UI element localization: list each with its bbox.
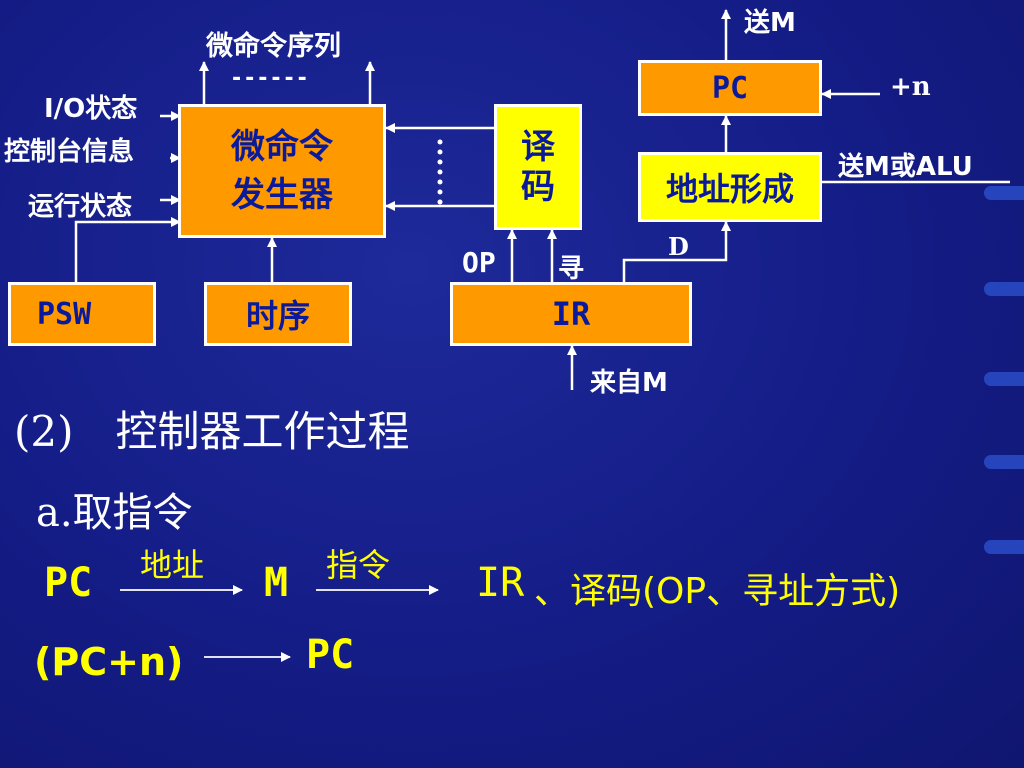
- micro-command-sequence-label: 微命令序列: [206, 31, 341, 62]
- console-info-label: 控制台信息: [4, 137, 135, 167]
- ir-box: IR: [450, 282, 692, 346]
- decor-stripe: [984, 282, 1024, 296]
- micro-generator-line1: 微命令: [231, 127, 333, 167]
- flow-instruction-label: 指令: [326, 546, 391, 584]
- addressing-label: 寻: [558, 254, 585, 284]
- micro-command-generator: 微命令 发生器: [178, 104, 386, 238]
- decor-stripe: [984, 372, 1024, 386]
- send-m-label: 送M: [744, 8, 796, 38]
- address-formation-label: 地址形成: [665, 170, 794, 208]
- micro-generator-line2: 发生器: [231, 175, 333, 215]
- run-state-label: 运行状态: [28, 192, 133, 222]
- pc-box-label: PC: [711, 70, 749, 106]
- flow-decode-text: 、译码(OP、寻址方式): [534, 571, 901, 612]
- d-label: D: [668, 232, 689, 261]
- decor-stripe: [984, 540, 1024, 554]
- flow-pc-result: PC: [306, 632, 355, 678]
- flow-address-label: 地址: [140, 546, 205, 584]
- section-heading: (2) 控制器工作过程: [14, 407, 410, 456]
- decor-stripe: [984, 186, 1024, 200]
- pc-box: PC: [638, 60, 822, 116]
- timing-label: 时序: [245, 297, 310, 335]
- flow-ir: IR: [476, 560, 525, 606]
- step-a-heading: a.取指令: [36, 490, 193, 536]
- decoder-line2: 码: [521, 167, 555, 207]
- timing-box: 时序: [204, 282, 352, 346]
- psw-box: PSW: [8, 282, 156, 346]
- micro-command-sequence-dashes: ------: [232, 66, 311, 91]
- ir-label: IR: [551, 295, 591, 333]
- flow-m: M: [264, 560, 289, 606]
- address-formation-box: 地址形成: [638, 152, 822, 222]
- plus-n-label: +n: [890, 72, 931, 102]
- flow-pc-plus-n: (PC+n): [34, 640, 184, 684]
- op-label: OP: [462, 246, 496, 279]
- send-m-or-alu-label: 送M或ALU: [838, 152, 973, 182]
- flow-pc: PC: [44, 560, 93, 606]
- from-m-label: 来自M: [590, 368, 668, 398]
- decoder-box: 译 码: [494, 104, 582, 230]
- psw-label: PSW: [37, 296, 92, 332]
- io-state-label: I/O状态: [44, 94, 138, 124]
- decor-stripe: [984, 455, 1024, 469]
- decoder-line1: 译: [521, 127, 555, 167]
